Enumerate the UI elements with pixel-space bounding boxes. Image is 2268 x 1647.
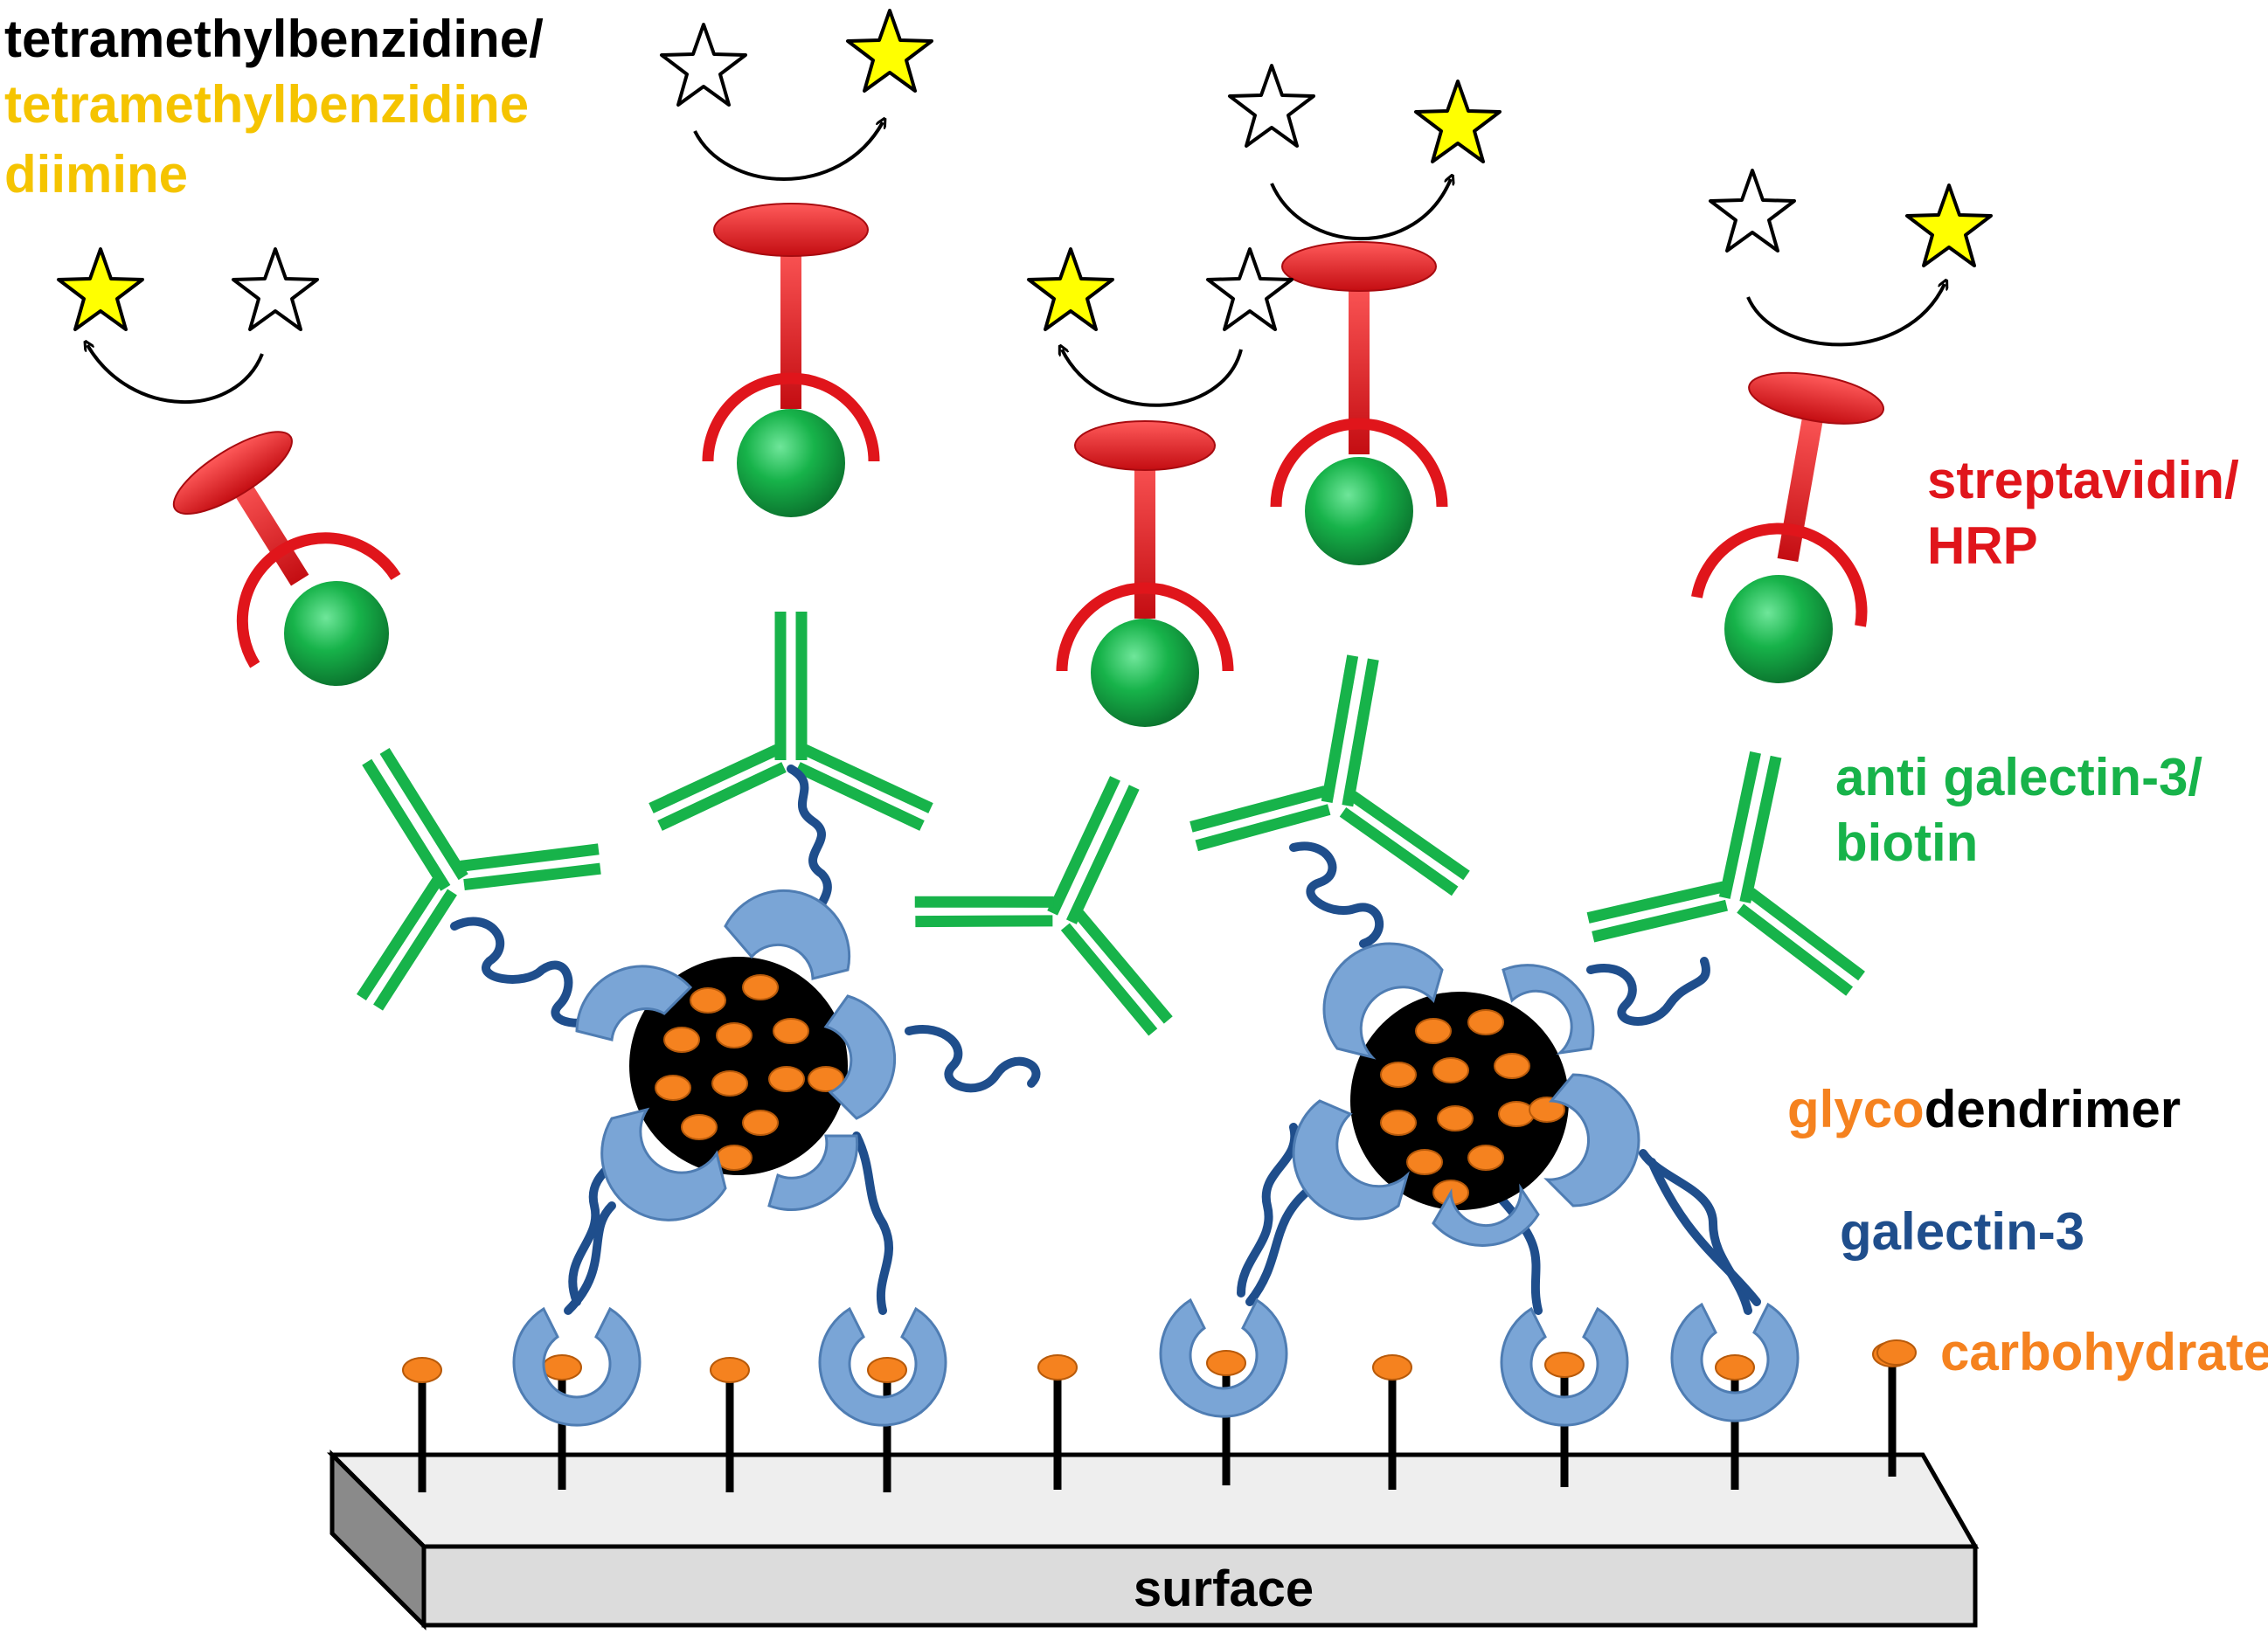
biotin-icon (737, 409, 845, 517)
biotin-icon (284, 581, 389, 686)
legend-labels: tetramethylbenzidine/ tetramethylbenzidi… (4, 10, 2268, 1381)
substrate-label-2: tetramethylbenzidine (4, 75, 529, 134)
streptavidin-hrp-complexes (172, 203, 1885, 727)
filled-star-icon (57, 247, 144, 331)
empty-star-icon (1206, 247, 1294, 331)
biotin-icon (1724, 575, 1833, 683)
antibody-icon (907, 723, 1252, 1035)
carbohydrate-label: carbohydrate (1940, 1323, 2268, 1381)
biotin-icon (1091, 619, 1199, 727)
glyco-prefix: glyco (1787, 1080, 1925, 1138)
curved-arrow-icon (1270, 179, 1451, 241)
biotin-icon (1305, 457, 1413, 565)
filled-star-icon (1414, 80, 1502, 163)
empty-star-icon (1228, 64, 1315, 148)
filled-star-icon (1027, 247, 1114, 331)
dendrimer-suffix: dendrimer (1925, 1080, 2181, 1138)
streptavidin-label-1: streptavidin/ (1927, 451, 2239, 509)
antibody-icon (651, 612, 931, 826)
surface-label: surface (1134, 1560, 1314, 1617)
curved-arrow-icon (1746, 284, 1945, 347)
galectin-label: galectin-3 (1840, 1202, 2084, 1261)
filled-star-icon (1905, 183, 1993, 267)
empty-star-icon (232, 247, 319, 331)
curved-arrow-icon (1062, 349, 1243, 407)
curved-arrow-icon (87, 345, 264, 404)
empty-star-icon (1709, 169, 1796, 253)
glycodendrimer (575, 889, 897, 1221)
empty-star-icon (660, 23, 747, 107)
surface-galectins (512, 1123, 1800, 1427)
antibodies (257, 612, 1903, 1036)
surface-slab: surface (326, 1449, 1980, 1631)
substrate-label-3: diimine (4, 145, 188, 204)
antibody-label-1: anti galectin-3/ (1835, 748, 2202, 806)
glycodendrimer-label: glycodendrimer (1787, 1080, 2181, 1138)
filled-star-icon (846, 9, 933, 93)
antibody-icon (1188, 633, 1501, 893)
antibody-label-2: biotin (1835, 813, 1978, 872)
carbohydrate-legend-icon (1876, 1339, 1917, 1366)
glycodendrimer (1292, 942, 1640, 1247)
streptavidin-label-2: HRP (1927, 516, 2038, 575)
antibody-linkers (450, 765, 1710, 1093)
substrate-conversions (57, 9, 1993, 407)
substrate-label-1: tetramethylbenzidine/ (4, 10, 544, 68)
curved-arrow-icon (693, 122, 883, 181)
